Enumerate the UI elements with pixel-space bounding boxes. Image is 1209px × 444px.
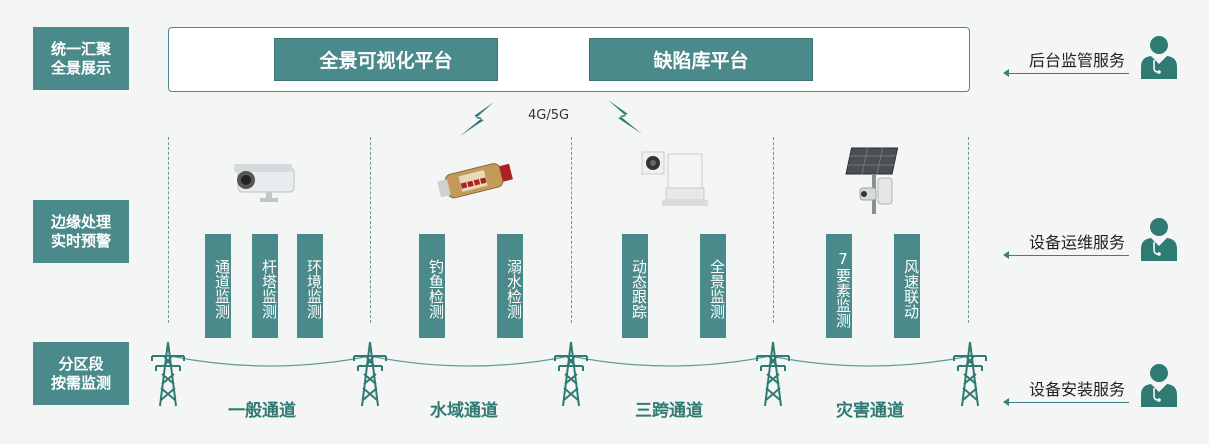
function-label: 钓鱼检测 <box>419 234 445 338</box>
function-label: 通道监测 <box>205 234 231 338</box>
arrow-line <box>1007 255 1129 256</box>
row-label-display: 统一汇聚 全景展示 <box>33 27 129 90</box>
lightning-icon <box>608 100 642 134</box>
function-label: 风速联动 <box>894 234 920 338</box>
panorama-platform-button[interactable]: 全景可视化平台 <box>274 38 498 81</box>
arrow-left-icon <box>1003 398 1009 406</box>
channel-label: 一般通道 <box>228 401 296 421</box>
arrow-line <box>1007 73 1129 74</box>
backend-service: 后台监管服务 <box>1003 47 1129 81</box>
tower-icon <box>151 341 185 407</box>
maintenance-service: 设备运维服务 <box>1003 229 1129 263</box>
tower-icon <box>554 341 588 407</box>
tower-icon <box>756 341 790 407</box>
arrow-left-icon <box>1003 69 1009 77</box>
bullet-camera <box>234 164 295 202</box>
channel-label: 水域通道 <box>430 401 498 421</box>
function-label: 动态跟踪 <box>622 234 648 338</box>
tower-icon <box>353 341 387 407</box>
tower-icon <box>953 341 987 407</box>
function-label: 全景监测 <box>700 234 726 338</box>
lightning-icon <box>460 102 494 136</box>
row-label-edge: 边缘处理 实时预警 <box>33 200 129 263</box>
hydro-detector: ■■■■ <box>437 163 513 199</box>
function-label: 溺水检测 <box>497 234 523 338</box>
function-label: 环境监测 <box>297 234 323 338</box>
channel-label: 三跨通道 <box>635 401 703 421</box>
service-label: 设备安装服务 <box>1028 380 1125 399</box>
ptz-camera <box>641 151 708 206</box>
function-label: 7要素监测 <box>826 234 852 338</box>
column-divider <box>773 137 774 323</box>
service-label: 后台监管服务 <box>1028 51 1125 70</box>
function-label: 杆塔监测 <box>252 234 278 338</box>
weather-station <box>845 147 899 214</box>
column-divider <box>168 137 169 323</box>
column-divider <box>571 137 572 323</box>
defect-library-platform-button[interactable]: 缺陷库平台 <box>589 38 813 81</box>
channel-label: 灾害通道 <box>836 401 904 421</box>
arrow-line <box>1007 402 1129 403</box>
person-icon <box>1141 364 1177 407</box>
service-label: 设备运维服务 <box>1028 233 1125 252</box>
column-divider <box>370 137 371 323</box>
installation-service: 设备安装服务 <box>1003 376 1129 410</box>
column-divider <box>968 137 969 323</box>
person-icon <box>1141 218 1177 261</box>
row-label-segment: 分区段 按需监测 <box>33 342 129 405</box>
arrow-left-icon <box>1003 251 1009 259</box>
person-icon <box>1141 36 1177 79</box>
network-label: 4G/5G <box>528 108 570 123</box>
